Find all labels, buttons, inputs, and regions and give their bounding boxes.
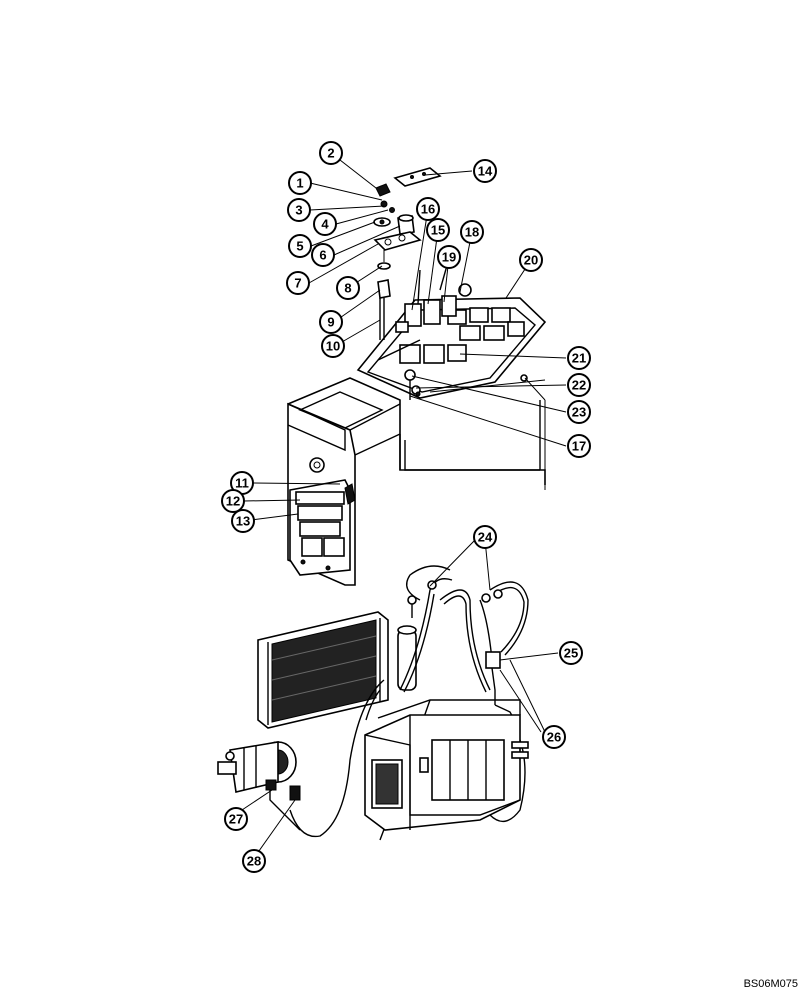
callout-8: 8 xyxy=(336,276,360,300)
callout-4-label: 4 xyxy=(321,217,329,232)
leader-lines xyxy=(235,152,567,859)
switch-panel xyxy=(356,254,547,401)
callout-11: 11 xyxy=(230,471,254,495)
callout-28: 28 xyxy=(242,849,266,873)
callout-1-label: 1 xyxy=(296,176,303,191)
callout-9: 9 xyxy=(319,310,343,334)
callout-25-label: 25 xyxy=(564,646,578,661)
callout-24: 24 xyxy=(473,525,497,549)
callout-25: 25 xyxy=(559,641,583,665)
callout-23: 23 xyxy=(567,400,591,424)
callout-3-label: 3 xyxy=(295,203,302,218)
callout-27: 27 xyxy=(224,807,248,831)
callout-16-label: 16 xyxy=(421,202,435,217)
callout-19-label: 19 xyxy=(442,250,456,265)
callout-13-label: 13 xyxy=(236,514,250,529)
callout-19: 19 xyxy=(437,245,461,269)
callout-21-label: 21 xyxy=(572,351,586,366)
drawing-reference-code: BS06M075 xyxy=(743,978,798,990)
callout-12-label: 12 xyxy=(226,494,240,509)
callout-10-label: 10 xyxy=(326,339,340,354)
callout-2-label: 2 xyxy=(327,146,334,161)
callout-24-label: 24 xyxy=(478,530,493,545)
callout-11-label: 11 xyxy=(235,476,249,491)
callout-3: 3 xyxy=(287,198,311,222)
callout-14: 14 xyxy=(473,159,497,183)
fuse-relay-box xyxy=(289,479,356,576)
callout-16: 16 xyxy=(416,197,440,221)
evaporator-heater-unit xyxy=(364,699,529,831)
callout-5-label: 5 xyxy=(296,239,303,254)
callout-20-label: 20 xyxy=(524,253,538,268)
callout-26: 26 xyxy=(542,725,566,749)
callout-20: 20 xyxy=(519,248,543,272)
callout-17: 17 xyxy=(567,434,591,458)
compressor xyxy=(217,741,301,831)
callout-6: 6 xyxy=(311,243,335,267)
callout-12: 12 xyxy=(221,489,245,513)
callout-10: 10 xyxy=(321,334,345,358)
callout-21: 21 xyxy=(567,346,591,370)
callout-23-label: 23 xyxy=(572,405,586,420)
callout-6-label: 6 xyxy=(319,248,326,263)
callout-22: 22 xyxy=(567,373,591,397)
callout-22-label: 22 xyxy=(572,378,586,393)
callout-1: 1 xyxy=(288,171,312,195)
callout-5: 5 xyxy=(288,234,312,258)
callout-4: 4 xyxy=(313,212,337,236)
callout-2: 2 xyxy=(319,141,343,165)
callout-18-label: 18 xyxy=(465,225,479,240)
callout-13: 13 xyxy=(231,509,255,533)
callout-26-label: 26 xyxy=(547,730,561,745)
callout-14-label: 14 xyxy=(478,164,493,179)
receiver-drier xyxy=(397,625,417,691)
switch-stack xyxy=(373,167,442,340)
callout-28-label: 28 xyxy=(247,854,261,869)
callout-7-label: 7 xyxy=(294,276,301,291)
callout-15: 15 xyxy=(426,218,450,242)
callout-18: 18 xyxy=(460,220,484,244)
callout-9-label: 9 xyxy=(327,315,334,330)
callout-27-label: 27 xyxy=(229,812,243,827)
callout-17-label: 17 xyxy=(572,439,586,454)
callout-7: 7 xyxy=(286,271,310,295)
callout-15-label: 15 xyxy=(431,223,445,238)
hoses-harness xyxy=(289,565,529,841)
callout-8-label: 8 xyxy=(344,281,351,296)
condenser xyxy=(257,611,389,729)
